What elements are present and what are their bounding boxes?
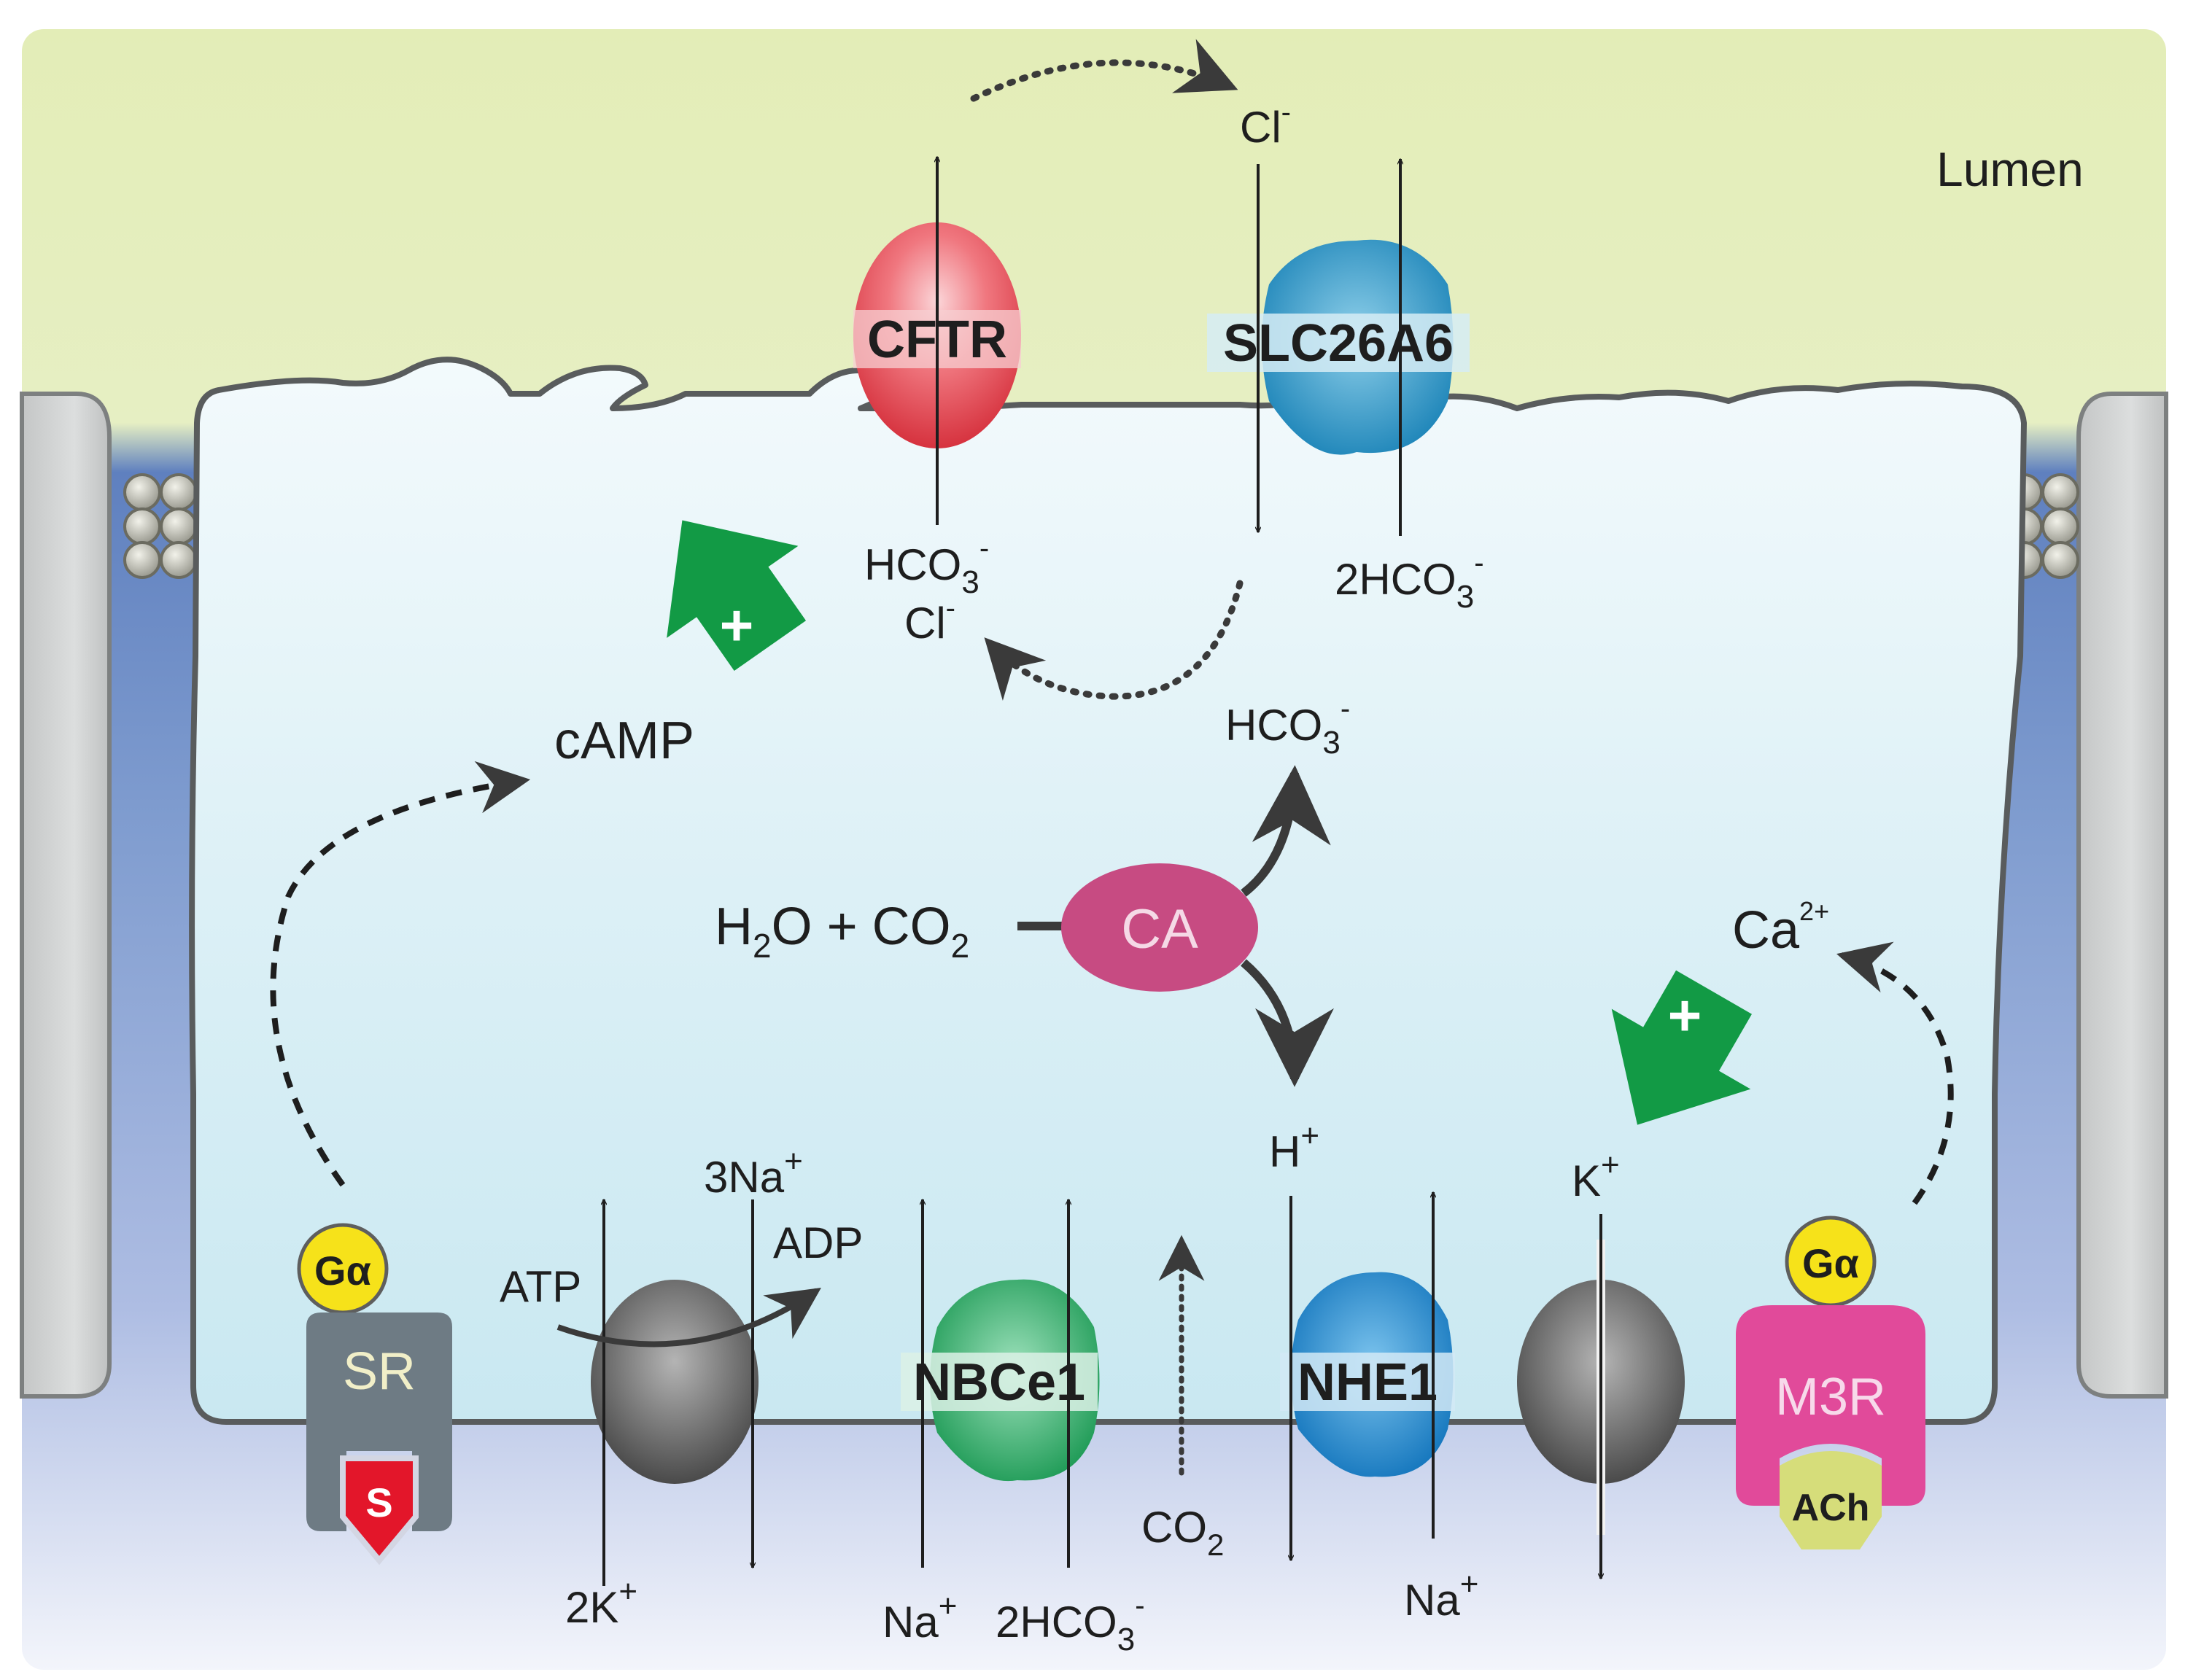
tight-junction-left <box>123 473 198 579</box>
lumen-label: Lumen <box>1936 142 2084 196</box>
na-k-atpase <box>591 1280 759 1484</box>
co2-label: CO2 <box>1141 1503 1224 1562</box>
cl-top-label: Cl- <box>1240 96 1291 152</box>
plus-sign-camp: + <box>720 593 754 658</box>
plus-sign-ca: + <box>1668 983 1702 1048</box>
nbce1-label: NBCe1 <box>913 1353 1085 1412</box>
s-ligand-label: S <box>365 1479 392 1525</box>
ca-arrow-hplus <box>1241 959 1334 1087</box>
slc26a6-label-box <box>1207 314 1470 372</box>
green-plus-arrow-ca <box>1611 970 1752 1125</box>
camp-label: cAMP <box>554 712 694 770</box>
ca-label: CA <box>1121 898 1198 960</box>
s-ligand <box>340 1455 419 1566</box>
na-nhe-label: Na+ <box>1404 1566 1478 1625</box>
m3r-label: M3R <box>1775 1368 1886 1426</box>
neighbor-cell-left <box>20 392 112 1399</box>
dashed-arrow-sr-to-camp <box>270 761 531 1187</box>
nbce1-label-box <box>901 1353 1098 1411</box>
m3r-receptor <box>1736 1305 1925 1506</box>
ach-ligand <box>1780 1451 1882 1549</box>
green-plus-arrow-camp <box>667 520 807 671</box>
atp-label: ATP <box>500 1262 581 1311</box>
cl-cftr-label: Cl- <box>904 592 955 648</box>
atp-to-adp-arrow <box>556 1287 821 1348</box>
hco3-cftr-label: HCO3- <box>864 532 989 600</box>
ach-label: ACh <box>1792 1487 1870 1529</box>
dotted-arrow-cftr-to-cl <box>970 39 1238 102</box>
slc26a6-label: SLC26A6 <box>1223 314 1454 373</box>
neighbor-cell-right <box>2076 392 2168 1399</box>
hco3-slc-label: 2HCO3- <box>1335 547 1484 615</box>
adp-label: ADP <box>773 1218 863 1267</box>
na-nbc-label: Na+ <box>882 1588 957 1646</box>
ca2-label: Ca2+ <box>1732 896 1829 960</box>
h2o-co2-label: H2O + CO2 <box>715 898 969 965</box>
sr-label: SR <box>343 1342 416 1401</box>
k-plus-label: K+ <box>1572 1147 1620 1205</box>
ca-arrow-hco3 <box>1241 765 1331 897</box>
hplus-label: H+ <box>1269 1118 1319 1176</box>
hco3-ca-label: HCO3- <box>1225 693 1350 761</box>
galpha-m3r-label: Gα <box>1802 1240 1859 1286</box>
na3-label: 3Na+ <box>704 1143 803 1202</box>
dashed-arrow-m3r-to-ca <box>1836 941 1954 1205</box>
dotted-arrow-cl-recycle <box>984 580 1244 701</box>
hco3-nbc-label: 2HCO3- <box>996 1590 1145 1657</box>
carbonic-anhydrase <box>1061 863 1258 992</box>
nhe1-label: NHE1 <box>1297 1353 1438 1412</box>
nhe1-label-box <box>1280 1353 1455 1411</box>
k2-label: 2K+ <box>565 1574 637 1632</box>
galpha-sr-label: Gα <box>314 1248 371 1294</box>
